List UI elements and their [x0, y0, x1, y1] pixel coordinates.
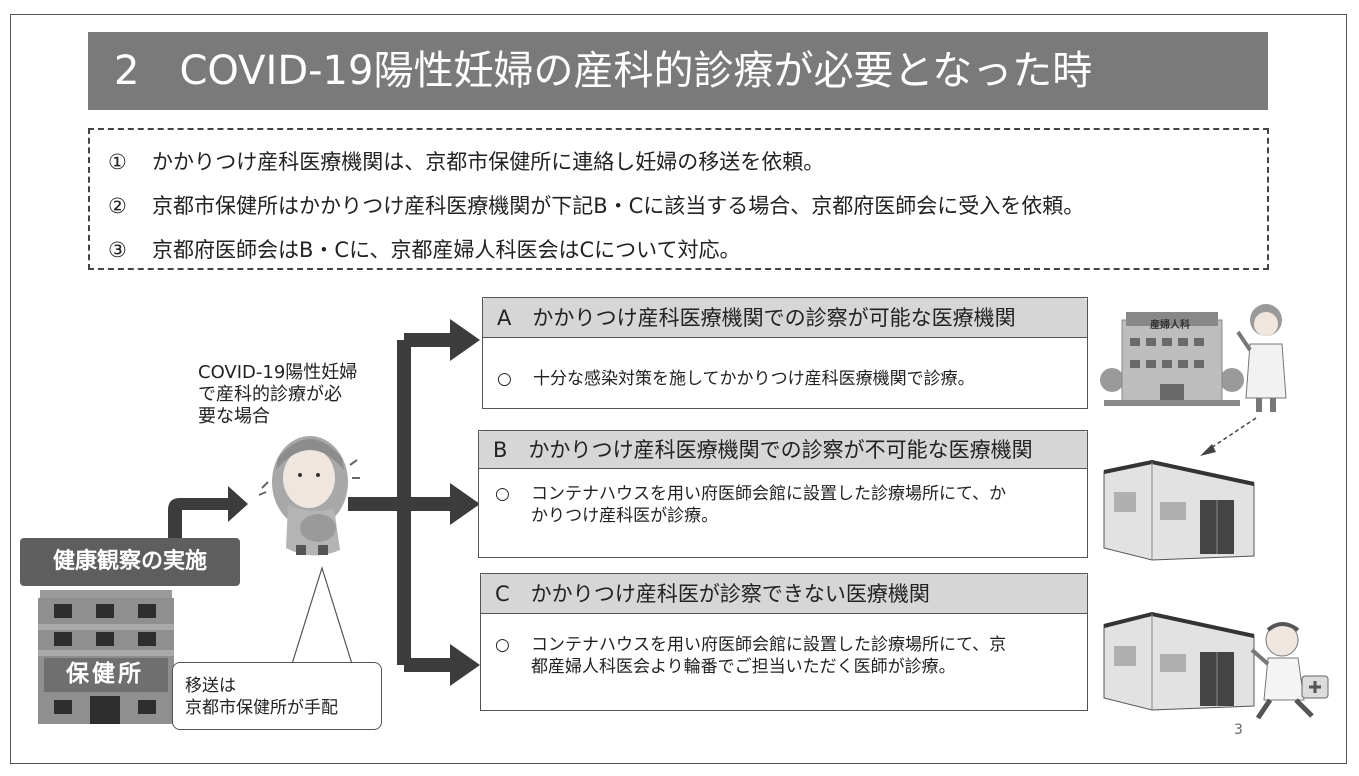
arrow-to-b-icon: [404, 483, 480, 525]
box-a-text: 十分な感染対策を施してかかりつけ産科医療機関で診療。: [533, 369, 975, 389]
dashed-arrow-icon: [1200, 417, 1257, 456]
box-c-header: C かかりつけ産科医が診察できない医療機関: [481, 574, 1087, 614]
box-c: C かかりつけ産科医が診察できない医療機関 ○ コンテナハウスを用い府医師会館に…: [480, 573, 1088, 711]
health-center-label: 保健所: [66, 661, 144, 687]
box-b-line: コンテナハウスを用い府医師会館に設置した診療場所にて、か: [531, 484, 1007, 504]
slide-frame: [10, 14, 1347, 764]
health-center-building-icon: [38, 590, 174, 724]
callout-line: 移送は: [185, 676, 236, 696]
female-doctor-icon: [1236, 304, 1287, 412]
step-1: ① かかりつけ産科医療機関は、京都市保健所に連絡し妊婦の移送を依頼。: [108, 146, 824, 176]
health-observation-badge: 健康観察の実施: [20, 538, 240, 586]
callout-line: 京都市保健所が手配: [185, 698, 338, 718]
flow-arrows: [168, 319, 480, 686]
bullet-circle: ○: [497, 369, 512, 389]
callout-pointer: [291, 565, 353, 665]
running-doctor-icon: [1250, 622, 1329, 720]
box-c-text: コンテナハウスを用い府医師会館に設置した診療場所にて、京 都産婦人科医会より輪番…: [531, 634, 1006, 678]
box-b-line: かりつけ産科医が診療。: [531, 506, 719, 526]
steps-box: ① かかりつけ産科医療機関は、京都市保健所に連絡し妊婦の移送を依頼。 ② 京都市保健…: [88, 128, 1269, 270]
hospital-sign: 産婦人科: [1150, 320, 1190, 331]
step-number: ③: [108, 238, 127, 262]
page-title: 2 COVID-19陽性妊婦の産科的診療が必要となった時: [88, 32, 1268, 110]
step-2: ② 京都市保健所はかかりつけ産科医療機関が下記B・Cに該当する場合、京都府医師会に…: [108, 190, 1084, 220]
case-label-line: で産科的診療が必: [198, 384, 342, 405]
step-text: 京都市保健所はかかりつけ産科医療機関が下記B・Cに該当する場合、京都府医師会に受…: [152, 194, 1085, 218]
step-number: ②: [108, 194, 127, 218]
arrow-to-a-icon: [404, 319, 480, 361]
step-3: ③ 京都府医師会はB・Cに、京都産婦人科医会はCについて対応。: [108, 234, 740, 264]
arrow-observation-up: [168, 486, 248, 545]
step-text: 京都府医師会はB・Cに、京都産婦人科医会はCについて対応。: [152, 238, 741, 262]
container-house-icon-c: [1103, 611, 1255, 711]
pregnant-woman-icon: [258, 436, 360, 556]
step-text: かかりつけ産科医療機関は、京都市保健所に連絡し妊婦の移送を依頼。: [152, 150, 825, 174]
case-label-line: 要な場合: [198, 406, 270, 427]
case-label: COVID-19陽性妊婦 で産科的診療が必 要な場合: [198, 362, 357, 428]
step-number: ①: [108, 150, 127, 174]
bullet-circle: ○: [495, 635, 510, 655]
page-number: 3: [1234, 722, 1243, 738]
bullet-circle: ○: [495, 484, 510, 504]
box-c-line: 都産婦人科医会より輪番でご担当いただく医師が診療。: [531, 657, 956, 677]
box-a: A かかりつけ産科医療機関での診察が可能な医療機関 ○ 十分な感染対策を施してか…: [482, 297, 1088, 409]
box-a-header: A かかりつけ産科医療機関での診察が可能な医療機関: [483, 298, 1087, 338]
transport-callout: 移送は 京都市保健所が手配: [172, 662, 382, 730]
arrow-patient-to-trunk: [348, 497, 398, 511]
box-b: B かかりつけ産科医療機関での診察が不可能な医療機関 ○ コンテナハウスを用い府…: [478, 430, 1088, 558]
box-c-line: コンテナハウスを用い府医師会館に設置した診療場所にて、京: [531, 635, 1007, 655]
box-b-text: コンテナハウスを用い府医師会館に設置した診療場所にて、か かりつけ産科医が診療。: [531, 483, 1006, 527]
case-label-line: COVID-19陽性妊婦: [198, 362, 358, 383]
hospital-building-icon: [1100, 312, 1244, 406]
container-house-icon-b: [1103, 459, 1255, 561]
arrow-to-c-icon: [404, 644, 480, 686]
box-b-header: B かかりつけ産科医療機関での診察が不可能な医療機関: [479, 431, 1087, 469]
